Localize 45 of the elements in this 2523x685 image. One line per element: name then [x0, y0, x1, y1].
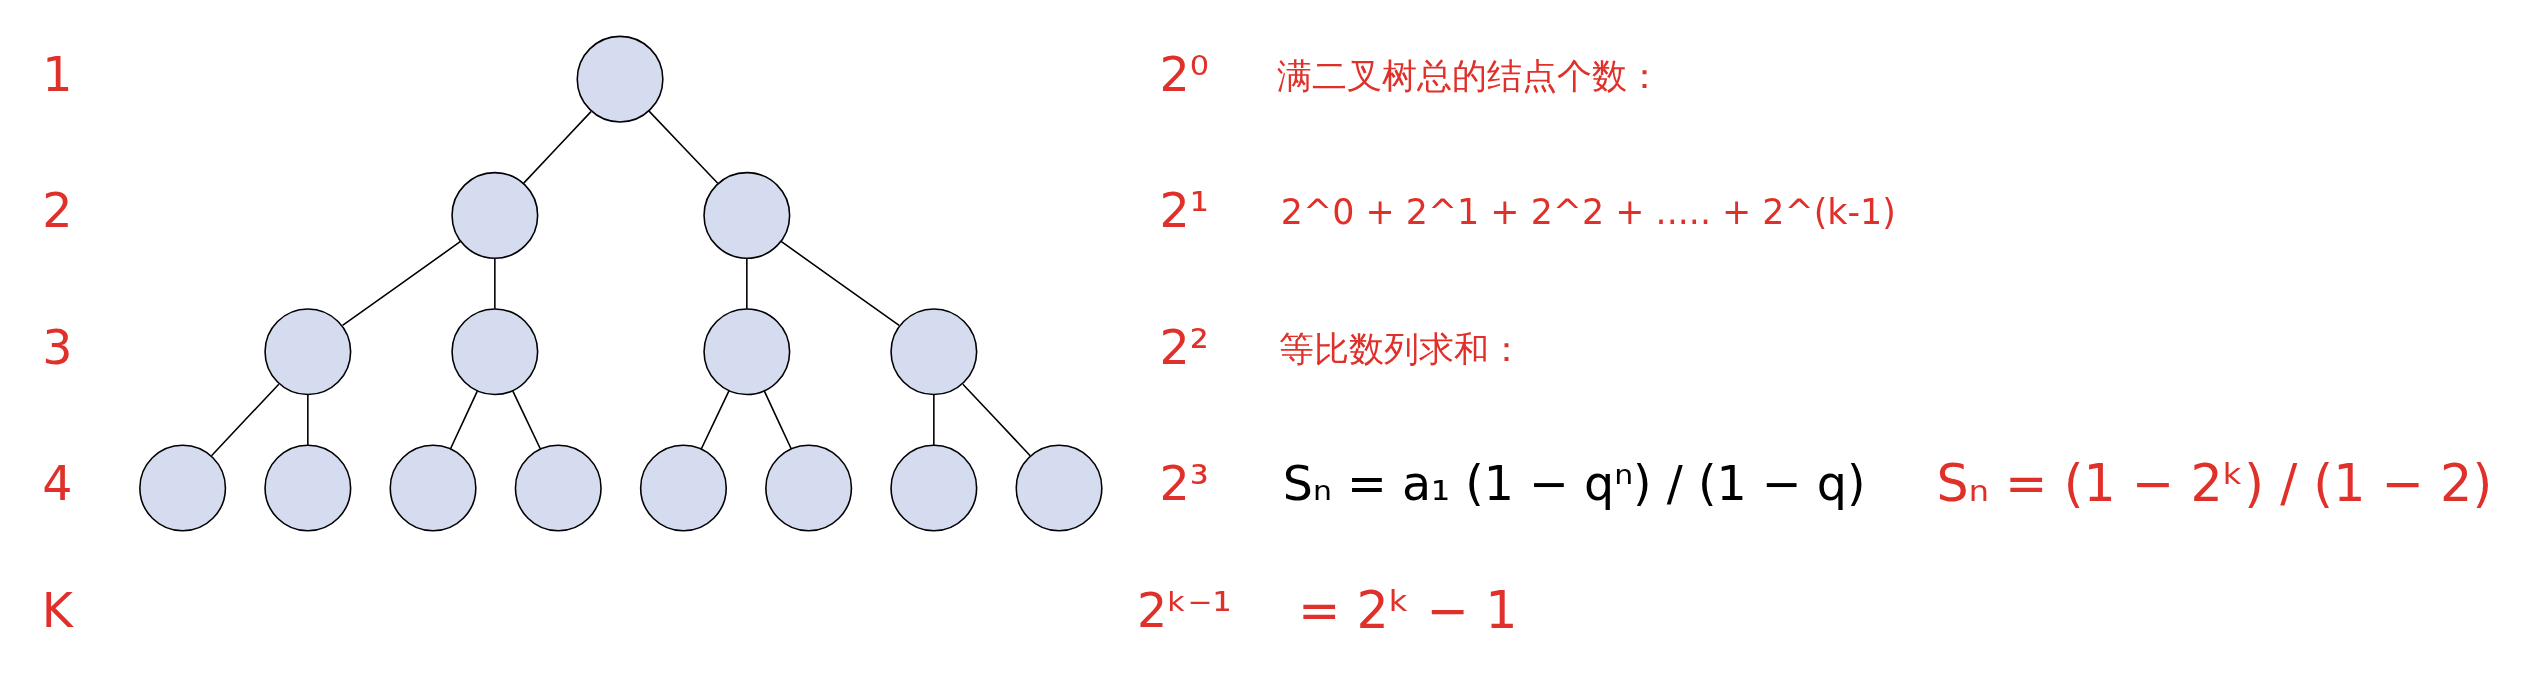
- label: 2³: [1159, 455, 1209, 511]
- connector: [449, 389, 479, 449]
- label: 等比数列求和：: [1278, 328, 1524, 369]
- node-circle: [264, 307, 352, 395]
- connector: [512, 389, 542, 450]
- label: 4: [42, 455, 73, 511]
- connector: [763, 389, 792, 449]
- node-circle: [576, 35, 664, 123]
- connector: [700, 389, 730, 450]
- connector: [962, 382, 1031, 456]
- node-circle: [264, 443, 352, 532]
- node-circle: [139, 443, 227, 532]
- connector: [522, 110, 592, 184]
- label: Sₙ = (1 − 2ᵏ) / (1 − 2): [1936, 453, 2493, 513]
- node-circle: [639, 443, 727, 532]
- label: 2ᵏ⁻¹: [1136, 582, 1232, 638]
- label: 2: [42, 182, 73, 238]
- node-circle: [890, 307, 978, 395]
- connector: [746, 257, 748, 310]
- node-circle: [451, 307, 539, 395]
- label: = 2ᵏ − 1: [1297, 580, 1518, 640]
- label: 2¹: [1159, 182, 1209, 238]
- label: Sₙ = a₁ (1 − qⁿ) / (1 − q): [1282, 455, 1866, 511]
- node-circle: [1015, 443, 1103, 532]
- node-circle: [451, 171, 539, 259]
- label: 3: [42, 319, 73, 375]
- node-circle: [703, 307, 791, 395]
- label: 2²: [1159, 319, 1209, 375]
- connector: [494, 257, 496, 310]
- label: 2⁰: [1159, 46, 1209, 102]
- connector: [210, 382, 280, 456]
- connector: [780, 240, 900, 326]
- node-circle: [389, 443, 477, 532]
- label: 1: [42, 46, 73, 102]
- node-circle: [890, 443, 978, 532]
- label: 满二叉树总的结点个数：: [1277, 55, 1663, 96]
- node-circle: [703, 171, 791, 259]
- connector: [648, 109, 719, 184]
- node-circle: [514, 443, 602, 532]
- connector: [933, 393, 935, 446]
- connector: [307, 393, 309, 446]
- node-circle: [765, 443, 853, 532]
- label: 2^0 + 2^1 + 2^2 + ..... + 2^(k-1): [1280, 191, 1896, 232]
- connector: [341, 240, 462, 326]
- label: K: [41, 582, 74, 638]
